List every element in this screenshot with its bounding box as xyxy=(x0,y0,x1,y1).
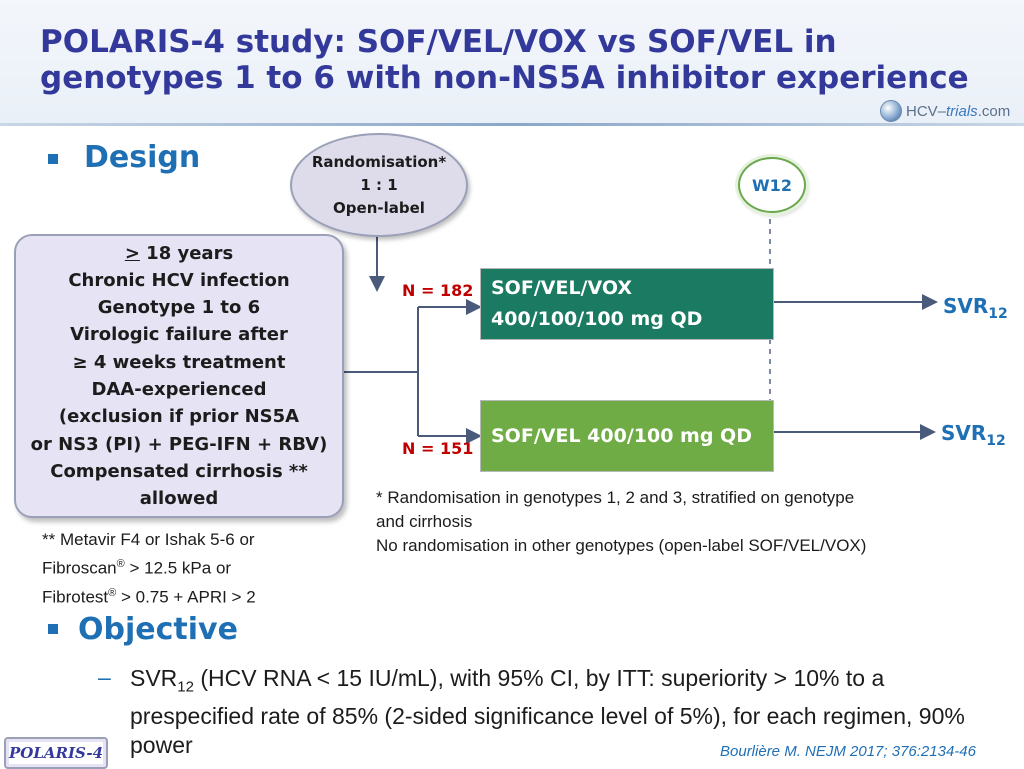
logo-trials: trials xyxy=(946,102,978,120)
inclusion-criteria-box: > 18 years Chronic HCV infection Genotyp… xyxy=(14,234,344,518)
criteria-line: Compensated cirrhosis ** xyxy=(50,460,308,482)
criteria-line: (exclusion if prior NS5A xyxy=(58,406,300,428)
arm2-endpoint: SVR12 xyxy=(941,421,1006,449)
title-divider xyxy=(0,123,1024,126)
logo-com: .com xyxy=(977,102,1011,120)
criteria-line: Virologic failure after xyxy=(70,324,288,346)
criteria-line: ≥ 4 weeks treatment xyxy=(72,351,286,373)
arm1-sof-vel-vox-box: SOF/VEL/VOX 400/100/100 mg QD xyxy=(480,268,774,340)
page-title: POLARIS-4 study: SOF/VEL/VOX vs SOF/VEL … xyxy=(40,24,969,96)
criteria-line: allowed xyxy=(139,488,219,510)
logo-sep: – xyxy=(937,102,947,120)
study-tag: POLARIS-4 xyxy=(4,737,108,769)
criteria-line: DAA-experienced xyxy=(91,379,267,400)
randomisation-ratio: 1 : 1 xyxy=(360,175,398,194)
randomisation-label: Randomisation* xyxy=(311,152,447,171)
design-bullet-icon xyxy=(48,154,58,164)
arm2-sample-size: N = 151 xyxy=(402,439,474,458)
cirrhosis-note-line: ** Metavir F4 or Ishak 5-6 or xyxy=(42,530,255,549)
footnote-line: No randomisation in other genotypes (ope… xyxy=(376,536,867,555)
cirrhosis-note-line: Fibroscan® > 12.5 kPa or xyxy=(42,558,232,578)
criteria-line: Genotype 1 to 6 xyxy=(97,297,261,319)
footnote-line: and cirrhosis xyxy=(376,512,473,531)
cirrhosis-definition-note: ** Metavir F4 or Ishak 5-6 or Fibroscan®… xyxy=(42,528,256,609)
randomisation-footnote: * Randomisation in genotypes 1, 2 and 3,… xyxy=(376,486,866,558)
objective-bullet-icon xyxy=(48,624,58,634)
arm2-regimen: SOF/VEL 400/100 mg QD xyxy=(491,425,752,447)
criteria-line: Chronic HCV infection xyxy=(68,269,290,291)
criteria-line: or NS3 (PI) + PEG-IFN + RBV) xyxy=(30,433,328,455)
hcv-trials-logo: HCV–trials.com xyxy=(880,100,1010,122)
arm1-regimen: SOF/VEL/VOX xyxy=(491,277,632,299)
objective-heading: Objective xyxy=(78,612,238,647)
randomisation-type: Open-label xyxy=(333,198,425,217)
footnote-line: * Randomisation in genotypes 1, 2 and 3,… xyxy=(376,488,855,507)
logo-globe-icon xyxy=(880,100,902,122)
header-background xyxy=(0,0,1024,124)
criteria-age-text: 18 years xyxy=(139,242,234,264)
citation: Bourlière M. NEJM 2017; 376:2134-46 xyxy=(720,743,976,760)
criteria-age-symbol: > xyxy=(124,242,140,264)
objective-text: SVR12 (HCV RNA < 15 IU/mL), with 95% CI,… xyxy=(130,665,965,758)
objective-dash: – xyxy=(98,664,111,690)
arm1-endpoint: SVR12 xyxy=(943,294,1008,322)
criteria-age: > 18 years xyxy=(125,240,233,267)
logo-hcv: HCV xyxy=(906,102,938,120)
randomisation-ellipse: Randomisation* 1 : 1 Open-label xyxy=(290,133,468,237)
arm1-dose: 400/100/100 mg QD xyxy=(491,308,703,330)
design-heading: Design xyxy=(84,140,201,175)
cirrhosis-note-line: Fibrotest® > 0.75 + APRI > 2 xyxy=(42,586,256,607)
arm2-sof-vel-box: SOF/VEL 400/100 mg QD xyxy=(480,400,774,472)
w12-timepoint: W12 xyxy=(738,157,806,213)
arm1-sample-size: N = 182 xyxy=(402,281,474,300)
